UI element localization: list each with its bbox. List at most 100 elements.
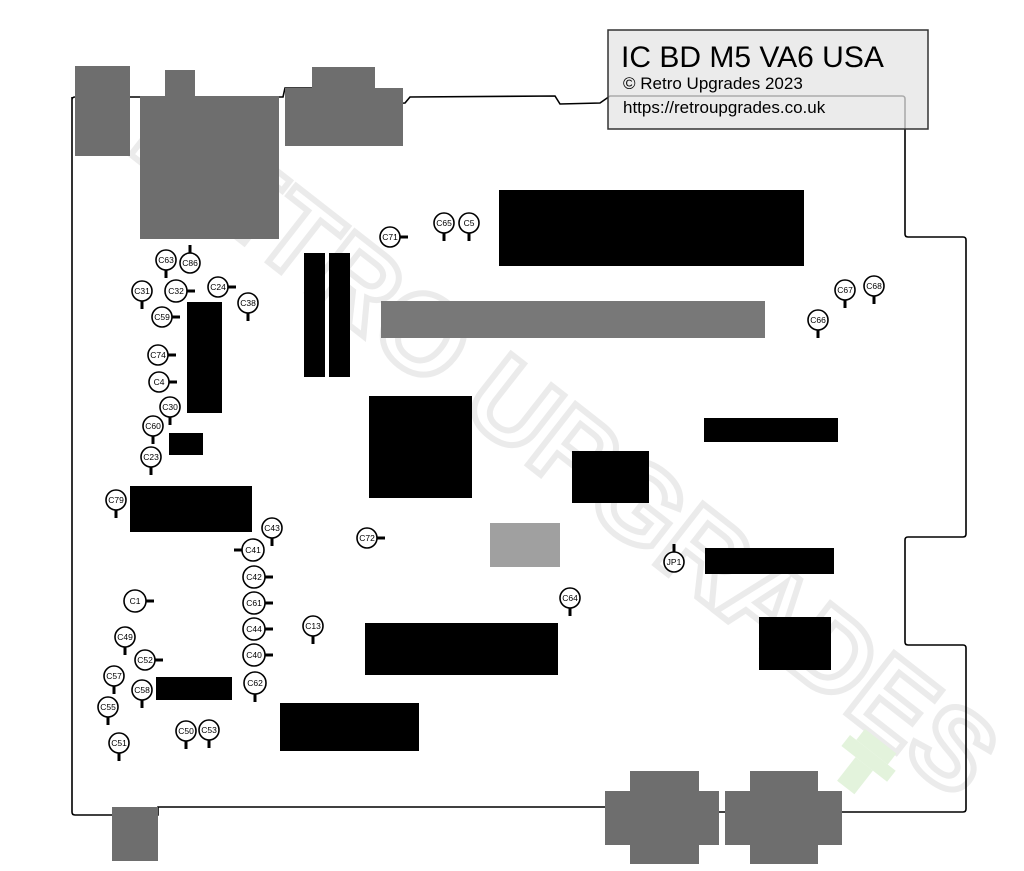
jumper-body (663, 551, 685, 573)
connector-bottom-left (112, 807, 158, 861)
capacitor-label: C59 (154, 312, 170, 322)
capacitor-label: C38 (240, 298, 256, 308)
capacitor-body (131, 280, 153, 302)
capacitor-body (242, 617, 266, 641)
capacitor-c30: C30 (159, 396, 181, 425)
capacitor-body (242, 643, 266, 667)
ic-small-left (169, 433, 203, 455)
capacitor-body (114, 626, 136, 648)
connector-power-tab (165, 70, 195, 100)
capacitor-c55: C55 (97, 696, 119, 725)
capacitor-body (140, 446, 162, 468)
watermark-glyph-icon (837, 728, 897, 795)
ic-left-wide (130, 486, 252, 532)
ic-right-middle (705, 548, 834, 574)
edge-slot (381, 301, 765, 338)
capacitor-body (105, 489, 127, 511)
capacitor-label: C23 (143, 452, 159, 462)
capacitor-c4: C4 (148, 371, 177, 393)
capacitor-label: C68 (866, 281, 882, 291)
capacitor-c1: C1 (123, 589, 154, 613)
connector-bottom-port-1 (605, 771, 719, 864)
capacitor-body (243, 671, 267, 695)
capacitor-c43: C43 (261, 517, 283, 546)
connector-power (140, 96, 279, 239)
capacitor-body (241, 538, 265, 562)
capacitor-label: C31 (134, 286, 150, 296)
capacitor-label: C57 (106, 671, 122, 681)
capacitor-label: C74 (150, 350, 166, 360)
capacitor-c50: C50 (175, 720, 197, 749)
capacitor-c52: C52 (134, 649, 163, 671)
capacitor-body (148, 371, 170, 393)
capacitor-body (559, 587, 581, 609)
capacitor-c24: C24 (207, 276, 236, 298)
ic-right-square (759, 617, 831, 670)
capacitor-label: C52 (137, 655, 153, 665)
capacitor-c59: C59 (151, 306, 180, 328)
capacitor-c65: C65 (433, 212, 455, 241)
ic-left-tall (187, 302, 222, 413)
capacitor-label: C1 (130, 596, 141, 606)
capacitor-body (242, 565, 266, 589)
capacitor-body (103, 665, 125, 687)
capacitor-label: C50 (178, 726, 194, 736)
ic-right-upper (704, 418, 838, 442)
capacitor-c71: C71 (379, 226, 408, 248)
capacitor-label: C65 (436, 218, 452, 228)
title-block-frame (607, 29, 929, 130)
capacitor-body (147, 344, 169, 366)
jumper-jp1: JP1 (663, 544, 685, 573)
capacitor-body (123, 589, 147, 613)
capacitor-body (108, 732, 130, 754)
capacitor-label: C72 (359, 533, 375, 543)
ic-bottom-left-strip (156, 677, 232, 700)
light-component (490, 523, 560, 567)
capacitor-body (379, 226, 401, 248)
capacitor-label: C58 (134, 685, 150, 695)
capacitor-body (807, 309, 829, 331)
capacitor-c68: C68 (863, 275, 885, 304)
connector-top (285, 88, 403, 146)
capacitor-body (834, 279, 856, 301)
ic-center-square (369, 396, 472, 498)
ic-top-large (499, 190, 804, 266)
ic-bottom-wide (280, 703, 419, 751)
capacitor-label: C13 (305, 621, 321, 631)
capacitor-label: C49 (117, 632, 133, 642)
capacitor-c63: C63 (155, 249, 177, 278)
capacitor-label: C53 (201, 725, 217, 735)
capacitor-body (242, 591, 266, 615)
capacitor-body (175, 720, 197, 742)
capacitor-c57: C57 (103, 665, 125, 694)
capacitor-body (237, 292, 259, 314)
capacitor-body (458, 212, 480, 234)
capacitor-c5: C5 (458, 212, 480, 241)
capacitor-label: C41 (245, 545, 261, 555)
ic-vertical-1 (304, 253, 325, 377)
capacitor-c42: C42 (242, 565, 273, 589)
capacitor-label: C62 (247, 678, 263, 688)
ic-center-right (572, 451, 649, 503)
capacitor-c72: C72 (356, 527, 385, 549)
capacitor-body (302, 615, 324, 637)
ic-center-bottom (365, 623, 558, 675)
connector-j1 (75, 66, 130, 156)
capacitor-label: C43 (264, 523, 280, 533)
capacitor-body (179, 252, 201, 274)
capacitor-label: C60 (145, 421, 161, 431)
capacitor-label: C79 (108, 495, 124, 505)
capacitor-c38: C38 (237, 292, 259, 321)
capacitor-c66: C66 (807, 309, 829, 338)
capacitor-c49: C49 (114, 626, 136, 655)
capacitor-body (164, 279, 188, 303)
connector-bottom-port-2 (725, 771, 842, 864)
capacitor-body (863, 275, 885, 297)
capacitor-label: C30 (162, 402, 178, 412)
capacitor-body (207, 276, 229, 298)
capacitor-body (134, 649, 156, 671)
capacitor-body (356, 527, 378, 549)
capacitor-body (97, 696, 119, 718)
capacitor-c62: C62 (243, 671, 267, 702)
